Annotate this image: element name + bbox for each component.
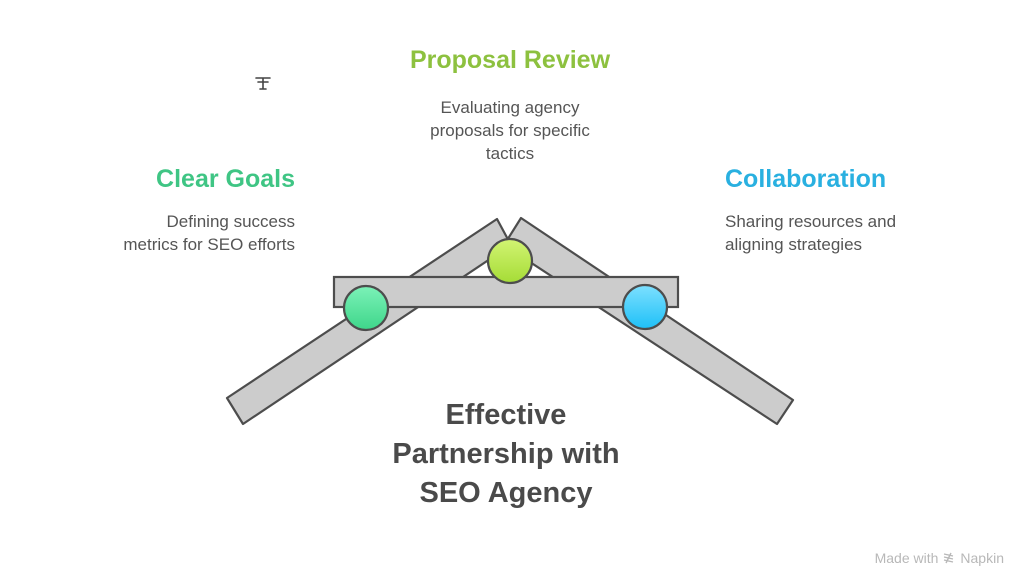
clear-goals-title: Clear Goals	[156, 165, 295, 193]
napkin-logo-icon	[944, 552, 954, 564]
clear-goals-description: Defining success metrics for SEO efforts	[60, 210, 295, 256]
description-line: proposals for specific	[430, 121, 590, 140]
description-line: metrics for SEO efforts	[123, 235, 295, 254]
description-line: Sharing resources and	[725, 212, 897, 231]
proposal-review-description: Evaluating agency proposals for specific…	[360, 96, 660, 165]
center-title-line: Partnership with	[392, 438, 620, 470]
collaboration-title: Collaboration	[725, 165, 887, 193]
collaboration-description: Sharing resources and aligning strategie…	[725, 210, 985, 256]
proposal-review-title: Proposal Review	[409, 46, 611, 74]
center-title-line: SEO Agency	[419, 477, 593, 509]
center-title-line: Effective	[445, 399, 567, 431]
cursor-icon	[255, 77, 271, 90]
center-title: Effective Partnership with SEO Agency	[356, 396, 656, 513]
description-line: Evaluating agency	[440, 98, 580, 117]
made-with-napkin[interactable]: Made with Napkin	[875, 550, 1004, 566]
proposal-review-node	[486, 237, 534, 285]
napkin-brand: Napkin	[960, 550, 1004, 566]
description-line: tactics	[485, 144, 535, 163]
clear-goals-node	[342, 284, 390, 332]
made-with-label: Made with	[874, 550, 939, 566]
description-line: aligning strategies	[725, 235, 863, 254]
collaboration-node	[621, 283, 669, 331]
description-line: Defining success	[166, 212, 295, 231]
